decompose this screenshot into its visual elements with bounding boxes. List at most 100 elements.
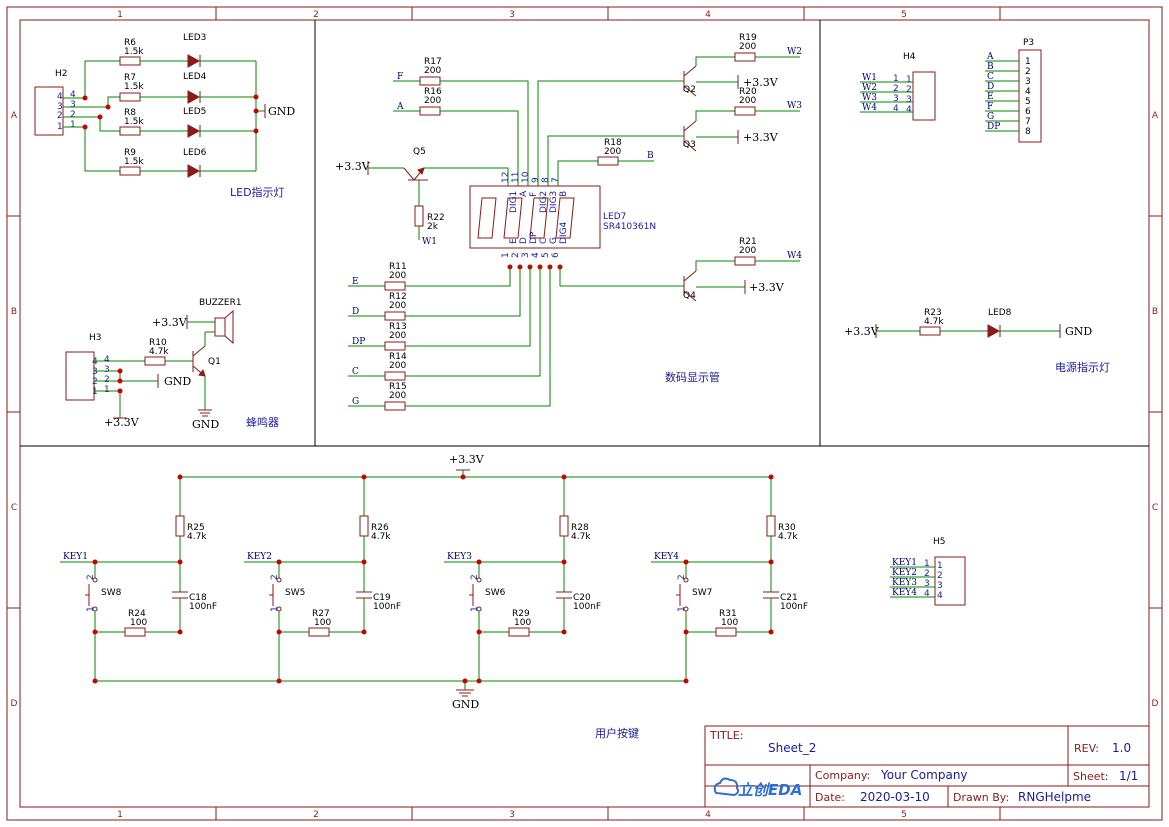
h5-net-key4: KEY4 <box>892 588 917 598</box>
h5-pin-3: 3 <box>937 581 943 591</box>
net-b-out: B <box>647 151 654 161</box>
led7-top-pin-dig3: DIG3 <box>549 191 559 213</box>
r24-value: 100 <box>130 618 147 628</box>
row-label-b-right: B <box>1152 307 1158 317</box>
h5-header <box>934 556 966 606</box>
led7-pin-10: 10 <box>521 171 531 183</box>
led7-bottom-pin-dig4: DIG4 <box>559 221 569 244</box>
led7-bottom-pin-e: E <box>509 238 519 244</box>
title-block: TITLE: Sheet_2 REV: 1.0 Company: Your Co… <box>704 725 1150 808</box>
r20-ref: R20 <box>739 87 757 97</box>
h2-pin-num-4: 4 <box>70 90 76 100</box>
h3-pin-num-4: 4 <box>104 355 110 365</box>
h3-label: H3 <box>89 333 102 343</box>
switch-pin-1-4: 1 <box>677 606 687 612</box>
p3-net-b: B <box>987 62 994 72</box>
r12-ref: R12 <box>389 292 407 302</box>
net-c-in: C <box>352 367 359 377</box>
led6 <box>187 164 201 178</box>
key-net-label-3: KEY3 <box>447 552 472 562</box>
r9-value: 1.5k <box>124 157 144 167</box>
h4-net-w3: W3 <box>862 93 877 103</box>
q2-label: Q2 <box>683 85 696 95</box>
row-label-d-right: D <box>1152 699 1159 709</box>
r17-ref: R17 <box>424 57 442 67</box>
p3-net-d: D <box>987 82 994 92</box>
h4-pin-num-2: 2 <box>893 84 899 94</box>
r28-ref: R28 <box>571 523 589 533</box>
c19-ref: C19 <box>373 593 391 603</box>
led3 <box>187 54 201 68</box>
led8 <box>987 324 1001 338</box>
led7-pin-9: 9 <box>531 177 541 183</box>
keys-section-caption: 用户按键 <box>595 726 639 740</box>
p3-net-f: F <box>987 102 993 112</box>
q1-transistor <box>192 345 206 377</box>
r27-value: 100 <box>314 618 331 628</box>
net-w1-q5: W1 <box>422 237 437 247</box>
h2-pin-1: 1 <box>57 122 63 132</box>
title-label: TITLE: <box>709 729 743 742</box>
r30-value: 4.7k <box>778 532 798 542</box>
led7-pin-8: 8 <box>541 177 551 183</box>
col-label-4: 4 <box>705 10 711 20</box>
switch-pin-2-4: 2 <box>677 574 687 580</box>
col-label-5-bottom: 5 <box>901 810 907 820</box>
r20-value: 200 <box>739 96 756 106</box>
net-w4: W4 <box>787 251 802 261</box>
sheet-value: 1/1 <box>1119 769 1138 783</box>
r21-value: 200 <box>739 246 756 256</box>
rev-value: 1.0 <box>1112 741 1131 755</box>
h4-pin-4: 4 <box>906 105 912 115</box>
row-label-b: B <box>11 307 17 317</box>
r31-ref: R31 <box>719 609 737 619</box>
r29-ref: R29 <box>512 609 530 619</box>
r27-ref: R27 <box>312 609 330 619</box>
h5-net-key1: KEY1 <box>892 558 917 568</box>
sw5-label: SW5 <box>285 588 305 598</box>
r8-value: 1.5k <box>124 117 144 127</box>
net-g-in: G <box>352 397 359 407</box>
r14-value: 200 <box>389 361 406 371</box>
led-indicator-section: H2 4 3 2 1 4 3 2 1 R6 1.5k R7 1.5k R8 1.… <box>34 33 295 199</box>
r6-value: 1.5k <box>124 47 144 57</box>
r7-value: 1.5k <box>124 82 144 92</box>
r23-ref: R23 <box>924 308 942 318</box>
r6-ref: R6 <box>124 38 136 48</box>
c21-value: 100nF <box>780 602 808 612</box>
net-e-in: E <box>352 277 359 287</box>
h4-net-w1: W1 <box>862 73 877 83</box>
led7-top-pin-b: B <box>559 191 569 197</box>
h3-pin-4: 4 <box>92 357 98 367</box>
title-value: Sheet_2 <box>768 741 816 755</box>
vcc-q5-net: +3.3V <box>335 160 371 173</box>
c19-value: 100nF <box>373 602 401 612</box>
sw7-label: SW7 <box>692 588 712 598</box>
row-label-c: C <box>11 503 17 513</box>
h5-label: H5 <box>933 537 946 547</box>
buzzer-section-caption: 蜂鸣器 <box>246 415 279 429</box>
q5-label: Q5 <box>413 147 426 157</box>
gnd-power-net: GND <box>1065 325 1092 338</box>
r22-value: 2k <box>427 222 439 232</box>
r11-value: 200 <box>389 271 406 281</box>
net-w3: W3 <box>787 101 802 111</box>
c18-ref: C18 <box>189 593 207 603</box>
r7-ref: R7 <box>124 73 136 83</box>
led7-bottom-pin-d: D <box>519 237 529 244</box>
led-section-caption: LED指示灯 <box>230 185 285 199</box>
col-label-3-bottom: 3 <box>509 810 515 820</box>
rev-label: REV: <box>1074 742 1099 755</box>
h4-pin-num-3: 3 <box>893 94 899 104</box>
gnd-led-net: GND <box>268 105 295 118</box>
switch-pin-1-1: 1 <box>86 606 96 612</box>
h2-pin-4: 4 <box>57 92 63 102</box>
logo-text: 立创EDA <box>738 781 802 799</box>
p3-pin-5: 5 <box>1025 97 1031 107</box>
led5 <box>187 124 201 138</box>
q2-transistor <box>683 65 697 97</box>
key-net-label-4: KEY4 <box>654 552 679 562</box>
r16-ref: R16 <box>424 87 442 97</box>
vcc-keys-net: +3.3V <box>449 453 485 466</box>
